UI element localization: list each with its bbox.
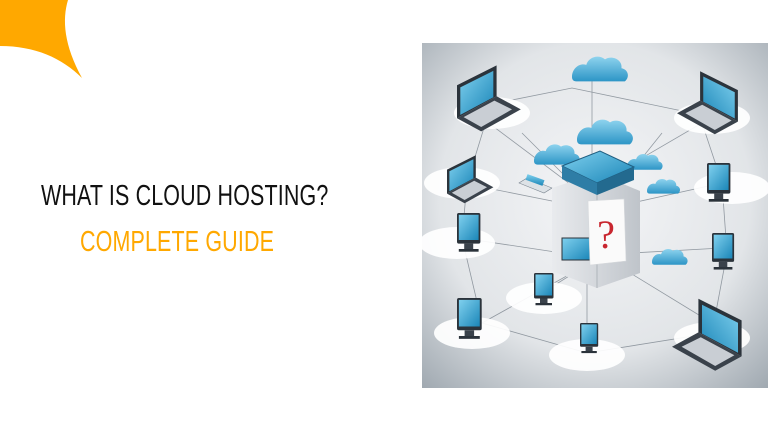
cloud-hosting-illustration: ? (422, 43, 768, 388)
orange-corner-decoration (0, 0, 82, 78)
page-subtitle: COMPLETE GUIDE (80, 226, 275, 258)
page-title: WHAT IS CLOUD HOSTING? (41, 180, 329, 212)
network-diagram-graphic: ? (422, 43, 768, 388)
server-icon: ? (552, 150, 640, 288)
svg-text:?: ? (597, 212, 615, 257)
